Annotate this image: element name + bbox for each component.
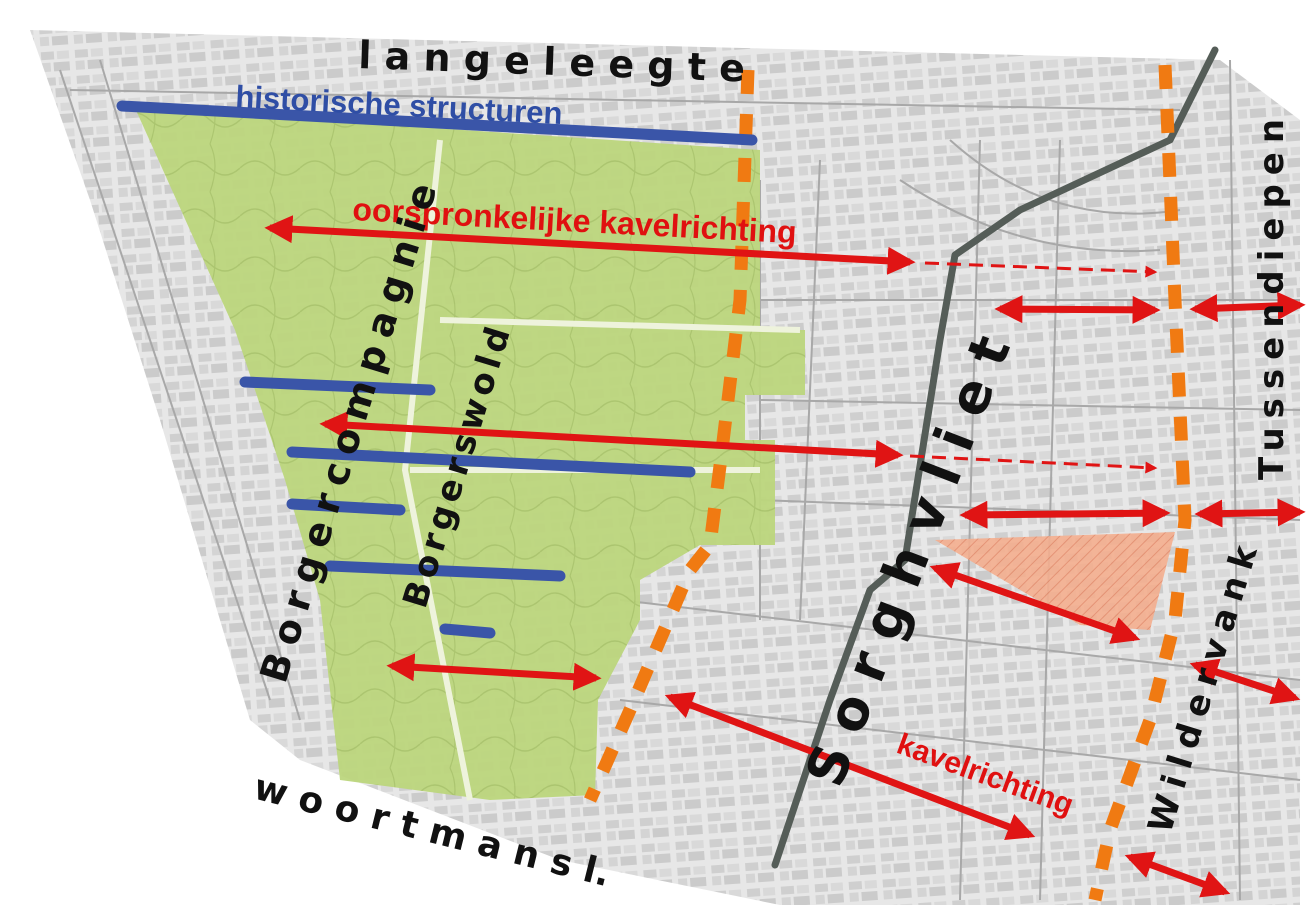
arrow-east-1 <box>994 295 1161 324</box>
arrow-east-3 <box>929 562 1141 644</box>
arrow-outer-2 <box>1194 498 1306 528</box>
arrow-outer-1 <box>1189 291 1306 323</box>
arrow-outer-3 <box>1189 658 1301 705</box>
dashed-arrow-north <box>924 261 1158 278</box>
sorghvliet-route <box>771 46 1219 869</box>
arrow-kavel-diagonal <box>664 691 1036 841</box>
historic-line-5 <box>324 560 566 582</box>
dashed-extensions <box>909 261 1158 474</box>
historic-line-6 <box>439 623 496 639</box>
boundary-east <box>1088 64 1192 902</box>
label-tussendiepen: Tussendiepen <box>1252 110 1292 480</box>
boundary-west <box>584 69 755 803</box>
arrow-original-north <box>264 215 916 275</box>
boundary-lines <box>584 64 1192 902</box>
arrow-outer-4 <box>1124 851 1231 898</box>
dashed-arrow-middle <box>909 454 1158 474</box>
historic-line-1 <box>116 100 758 146</box>
arrow-south-park <box>386 653 602 691</box>
historic-line-2 <box>239 376 436 396</box>
arrow-original-middle <box>319 411 904 468</box>
historic-line-4 <box>286 498 406 516</box>
parcel-direction-arrows <box>264 215 1306 898</box>
arrow-east-2 <box>959 499 1171 529</box>
